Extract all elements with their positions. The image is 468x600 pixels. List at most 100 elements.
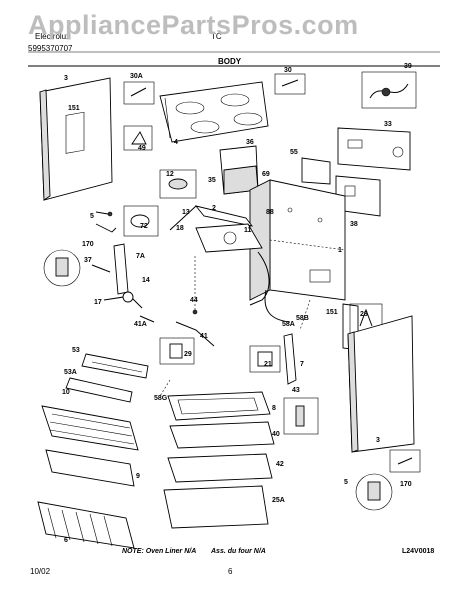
callout-72: 72 (140, 223, 148, 230)
ignitor-72 (123, 205, 159, 237)
leveler-170-right (389, 449, 421, 473)
footer-date: 10/02 (30, 567, 51, 576)
part-41 (175, 321, 215, 347)
drawing-id: L24V0018 (402, 548, 435, 555)
rail-53a (65, 377, 133, 403)
callout-33: 33 (384, 121, 392, 128)
section-title: BODY (218, 57, 242, 66)
burner-18 (195, 223, 263, 253)
watermark: AppliancePartsPros.com (28, 10, 359, 40)
callout-17: 17 (94, 299, 102, 306)
callout-53: 53 (72, 347, 80, 354)
door-inner-42 (167, 453, 273, 483)
duct-58a (264, 289, 291, 323)
page-number: 6 (228, 567, 233, 576)
leveler-170-left (95, 223, 117, 233)
screw-37 (91, 264, 111, 273)
callout-14: 14 (142, 277, 150, 284)
model-code: TC (211, 32, 222, 41)
body-frame (249, 179, 346, 306)
callout-41: 41 (200, 333, 208, 340)
screw-43 (283, 397, 319, 435)
clip-49 (123, 125, 153, 151)
leveling-leg-5 (43, 249, 81, 287)
callout-2: 2 (212, 205, 216, 212)
callout-6: 6 (64, 537, 68, 544)
callout-10: 10 (62, 389, 70, 396)
callout-35: 35 (208, 177, 216, 184)
callout-7a: 7A (136, 253, 145, 260)
callout-58a: 58A (282, 321, 295, 328)
storage-drawer-25a (163, 485, 269, 529)
leader (299, 299, 311, 331)
callout-13: 13 (182, 209, 190, 216)
callout-42: 42 (276, 461, 284, 468)
callout-53a: 53A (64, 369, 77, 376)
note-oven-liner: NOTE: Oven Liner N/A (122, 548, 197, 555)
callout-151: 151 (68, 105, 80, 112)
control-panel (337, 127, 411, 171)
callout-41a: 41A (134, 321, 147, 328)
callout-30: 30 (284, 67, 292, 74)
rail-53 (81, 353, 149, 379)
callout-37: 37 (84, 257, 92, 264)
leader (159, 379, 171, 397)
oven-rack-6 (37, 501, 135, 549)
callout-3: 3 (376, 437, 380, 444)
door-glass-40 (169, 421, 275, 449)
callout-58b: 58B (296, 315, 309, 322)
callout-49: 49 (138, 145, 146, 152)
leveling-leg-5-right (355, 473, 393, 511)
bracket-30a (123, 81, 155, 105)
callout-21: 21 (264, 361, 272, 368)
broil-pan-10 (41, 405, 139, 451)
callout-1: 1 (338, 247, 342, 254)
callout-151: 151 (326, 309, 338, 316)
callout-40: 40 (272, 431, 280, 438)
callout-43: 43 (292, 387, 300, 394)
callout-25a: 25A (272, 497, 285, 504)
duct-36 (219, 145, 259, 195)
broil-pan-9 (45, 449, 135, 487)
callout-44: 44 (190, 297, 198, 304)
callout-29: 29 (184, 351, 192, 358)
callout-9: 9 (136, 473, 140, 480)
callout-38: 38 (350, 221, 358, 228)
oven-door-8 (167, 391, 271, 421)
callout-55: 55 (290, 149, 298, 156)
valve-12 (159, 169, 197, 199)
part-21 (249, 345, 281, 373)
callout-5: 5 (90, 213, 94, 220)
bracket-7 (283, 333, 297, 385)
callout-170: 170 (400, 481, 412, 488)
part-29 (159, 337, 195, 365)
brand-label: Electrolux (35, 32, 71, 41)
callout-36: 36 (246, 139, 254, 146)
callout-30a: 30A (130, 73, 143, 80)
callout-170: 170 (82, 241, 94, 248)
note-ass-du-four: Ass. du four N/A (211, 548, 266, 555)
callout-18: 18 (176, 225, 184, 232)
callout-88: 88 (266, 209, 274, 216)
side-panel-right (347, 315, 415, 453)
panel-55 (301, 157, 331, 185)
callout-4: 4 (174, 139, 178, 146)
callout-8: 8 (272, 405, 276, 412)
harness-39 (361, 71, 417, 109)
callout-39: 39 (404, 63, 412, 70)
callout-7: 7 (300, 361, 304, 368)
callout-11: 11 (244, 227, 252, 234)
bracket-7a (113, 243, 129, 295)
side-panel-left (39, 77, 113, 201)
callout-28: 28 (360, 311, 368, 318)
manifold-13-2 (169, 205, 254, 231)
safety-valve (103, 291, 155, 323)
part-number: 5995370707 (28, 44, 73, 53)
screw-5-top (95, 211, 113, 217)
callout-3: 3 (64, 75, 68, 82)
callout-69: 69 (262, 171, 270, 178)
callout-58g: 58G (154, 395, 168, 402)
bracket-30 (274, 73, 306, 95)
